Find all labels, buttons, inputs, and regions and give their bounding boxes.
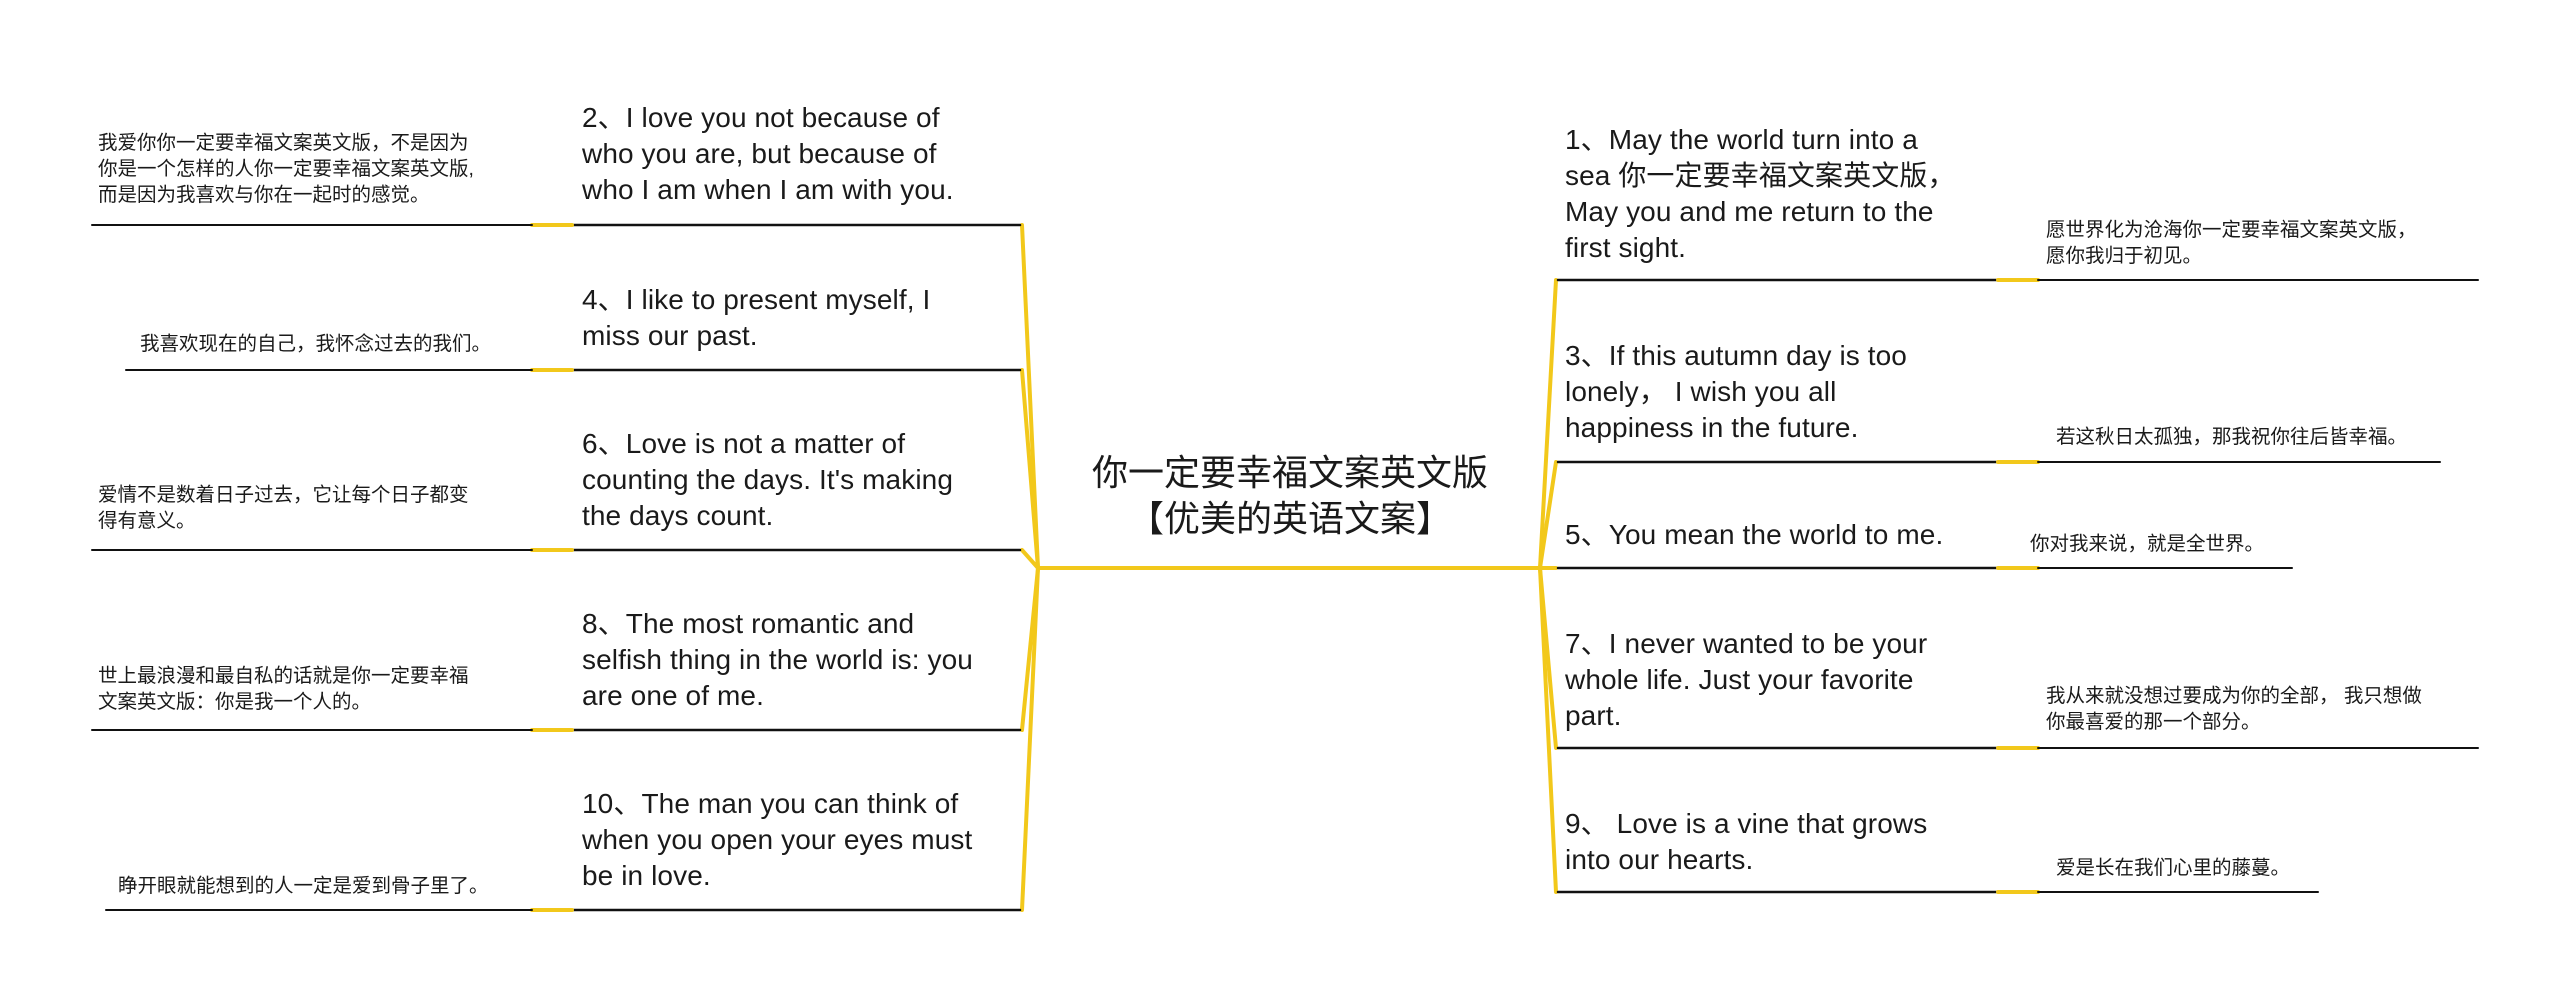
branch-3-text: 3、If this autumn day is too lonely， I wi… bbox=[1565, 340, 1907, 443]
right-branch-connector-1 bbox=[1538, 460, 1558, 570]
branch-8-note: 世上最浪漫和最自私的话就是你一定要幸福 文案英文版：你是我一个人的。 bbox=[98, 665, 469, 713]
left-branch-connector-2 bbox=[1020, 548, 1040, 570]
branch-6-text: 6、Love is not a matter of counting the d… bbox=[582, 428, 953, 531]
branch-4-text: 4、I like to present myself, I miss our p… bbox=[582, 284, 931, 351]
branch-2-text: 2、I love you not because of who you are,… bbox=[582, 102, 954, 205]
branch-1-text: 1、May the world turn into a sea 你一定要幸福文案… bbox=[1565, 124, 1956, 263]
right-branch-connector-4 bbox=[1538, 566, 1558, 894]
branch-1-note: 愿世界化为沧海你一定要幸福文案英文版， 愿你我归于初见。 bbox=[2046, 219, 2417, 267]
branch-7-text: 7、I never wanted to be your whole life. … bbox=[1565, 628, 1928, 731]
branch-10-note: 睁开眼就能想到的人一定是爱到骨子里了。 bbox=[118, 875, 489, 897]
branch-3-note: 若这秋日太孤独，那我祝你往后皆幸福。 bbox=[2056, 426, 2408, 448]
branch-9-text: 9、 Love is a vine that grows into our he… bbox=[1565, 808, 1928, 875]
right-branch-connector-0 bbox=[1538, 278, 1558, 570]
left-branch-connector-1 bbox=[1020, 368, 1040, 570]
branch-9-note: 爱是长在我们心里的藤蔓。 bbox=[2056, 857, 2291, 879]
branch-5-text: 5、You mean the world to me. bbox=[1565, 519, 1944, 550]
central-topic: 你一定要幸福文案英文版 【优美的英语文案】 bbox=[1091, 452, 1488, 539]
branch-2-note: 我爱你你一定要幸福文案英文版，不是因为 你是一个怎样的人你一定要幸福文案英文版,… bbox=[98, 132, 474, 206]
branch-10-text: 10、The man you can think of when you ope… bbox=[582, 788, 973, 891]
branch-4-note: 我喜欢现在的自己，我怀念过去的我们。 bbox=[140, 333, 492, 355]
left-branch-connector-4 bbox=[1020, 566, 1040, 912]
branch-5-note: 你对我来说，就是全世界。 bbox=[2030, 533, 2265, 555]
branch-7-note: 我从来就没想过要成为你的全部， 我只想做 你最喜爱的那一个部分。 bbox=[2046, 685, 2422, 733]
branch-6-note: 爱情不是数着日子过去，它让每个日子都变 得有意义。 bbox=[98, 484, 469, 532]
branch-8-text: 8、The most romantic and selfish thing in… bbox=[582, 608, 973, 711]
